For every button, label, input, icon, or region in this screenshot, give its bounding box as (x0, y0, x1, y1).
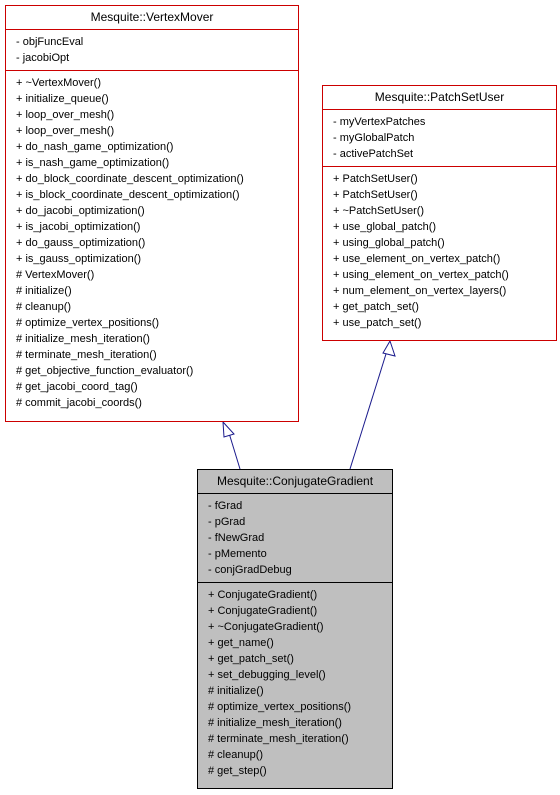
class-box-patch-set-user[interactable]: Mesquite::PatchSetUser - myVertexPatches… (322, 85, 557, 341)
method-row: # initialize_mesh_iteration() (208, 717, 342, 729)
method-row: + get_patch_set() (333, 301, 419, 313)
attribute-row: - conjGradDebug (208, 564, 292, 576)
inheritance-edge-vertexmover (228, 432, 241, 470)
method-section: + PatchSetUser() + PatchSetUser() + ~Pat… (323, 166, 556, 335)
class-title: Mesquite::ConjugateGradient (216, 474, 374, 488)
method-row: + loop_over_mesh() (16, 109, 115, 121)
method-row: # cleanup() (208, 749, 264, 761)
method-row: # cleanup() (16, 301, 72, 313)
method-row: + ConjugateGradient() (208, 605, 318, 617)
attribute-row: - myGlobalPatch (333, 132, 415, 144)
method-row: + do_jacobi_optimization() (16, 205, 145, 217)
method-row: # get_jacobi_coord_tag() (16, 381, 138, 393)
method-row: + ~VertexMover() (16, 77, 101, 89)
method-row: # initialize() (16, 285, 72, 297)
method-row: + is_nash_game_optimization() (16, 157, 170, 169)
method-row: + ConjugateGradient() (208, 589, 318, 601)
method-row: + PatchSetUser() (333, 189, 418, 201)
method-row: + is_jacobi_optimization() (16, 221, 141, 233)
method-row: # VertexMover() (16, 269, 95, 281)
method-row: + num_element_on_vertex_layers() (333, 285, 507, 297)
method-row: # terminate_mesh_iteration() (208, 733, 349, 745)
method-row: # optimize_vertex_positions() (208, 701, 352, 713)
method-row: # commit_jacobi_coords() (16, 397, 142, 409)
method-section: + ~VertexMover() + initialize_queue() + … (6, 70, 298, 415)
attribute-row: - jacobiOpt (16, 52, 70, 64)
method-row: # initialize_mesh_iteration() (16, 333, 150, 345)
method-row: + do_gauss_optimization() (16, 237, 146, 249)
method-row: + get_name() (208, 637, 274, 649)
method-row: + loop_over_mesh() (16, 125, 115, 137)
method-row: + PatchSetUser() (333, 173, 418, 185)
method-row: + do_nash_game_optimization() (16, 141, 174, 153)
method-row: # get_objective_function_evaluator() (16, 365, 194, 377)
attribute-row: - myVertexPatches (333, 116, 426, 128)
class-title: Mesquite::VertexMover (90, 10, 214, 24)
method-row: + using_element_on_vertex_patch() (333, 269, 509, 281)
method-row: + is_block_coordinate_descent_optimizati… (16, 189, 240, 201)
method-row: + using_global_patch() (333, 237, 445, 249)
attribute-row: - objFuncEval (16, 36, 84, 48)
method-row: # get_step() (208, 765, 267, 777)
method-row: + ~ConjugateGradient() (208, 621, 324, 633)
attribute-section: - fGrad - pGrad - fNewGrad - pMemento - … (198, 493, 392, 582)
inheritance-arrowhead-patchsetuser (382, 339, 396, 357)
method-row: + initialize_queue() (16, 93, 109, 105)
method-row: + is_gauss_optimization() (16, 253, 142, 265)
attribute-row: - pMemento (208, 548, 267, 560)
method-row: + set_debugging_level() (208, 669, 326, 681)
attribute-section: - myVertexPatches - myGlobalPatch - acti… (323, 109, 556, 166)
method-row: + use_element_on_vertex_patch() (333, 253, 501, 265)
attribute-row: - pGrad (208, 516, 246, 528)
attribute-row: - fNewGrad (208, 532, 265, 544)
method-row: + ~PatchSetUser() (333, 205, 425, 217)
method-row: # optimize_vertex_positions() (16, 317, 160, 329)
attribute-row: - activePatchSet (333, 148, 414, 160)
attribute-section: - objFuncEval - jacobiOpt (6, 29, 298, 70)
method-row: + get_patch_set() (208, 653, 294, 665)
class-box-vertex-mover[interactable]: Mesquite::VertexMover - objFuncEval - ja… (5, 5, 299, 422)
inheritance-edge-patchsetuser (349, 353, 387, 470)
method-row: + do_block_coordinate_descent_optimizati… (16, 173, 244, 185)
method-row: # initialize() (208, 685, 264, 697)
method-row: # terminate_mesh_iteration() (16, 349, 157, 361)
class-box-conjugate-gradient[interactable]: Mesquite::ConjugateGradient - fGrad - pG… (197, 469, 393, 789)
class-title: Mesquite::PatchSetUser (374, 90, 505, 104)
method-row: + use_patch_set() (333, 317, 422, 329)
method-row: + use_global_patch() (333, 221, 437, 233)
inheritance-arrowhead-vertexmover (222, 420, 235, 438)
attribute-row: - fGrad (208, 500, 243, 512)
method-section: + ConjugateGradient() + ConjugateGradien… (198, 582, 392, 783)
